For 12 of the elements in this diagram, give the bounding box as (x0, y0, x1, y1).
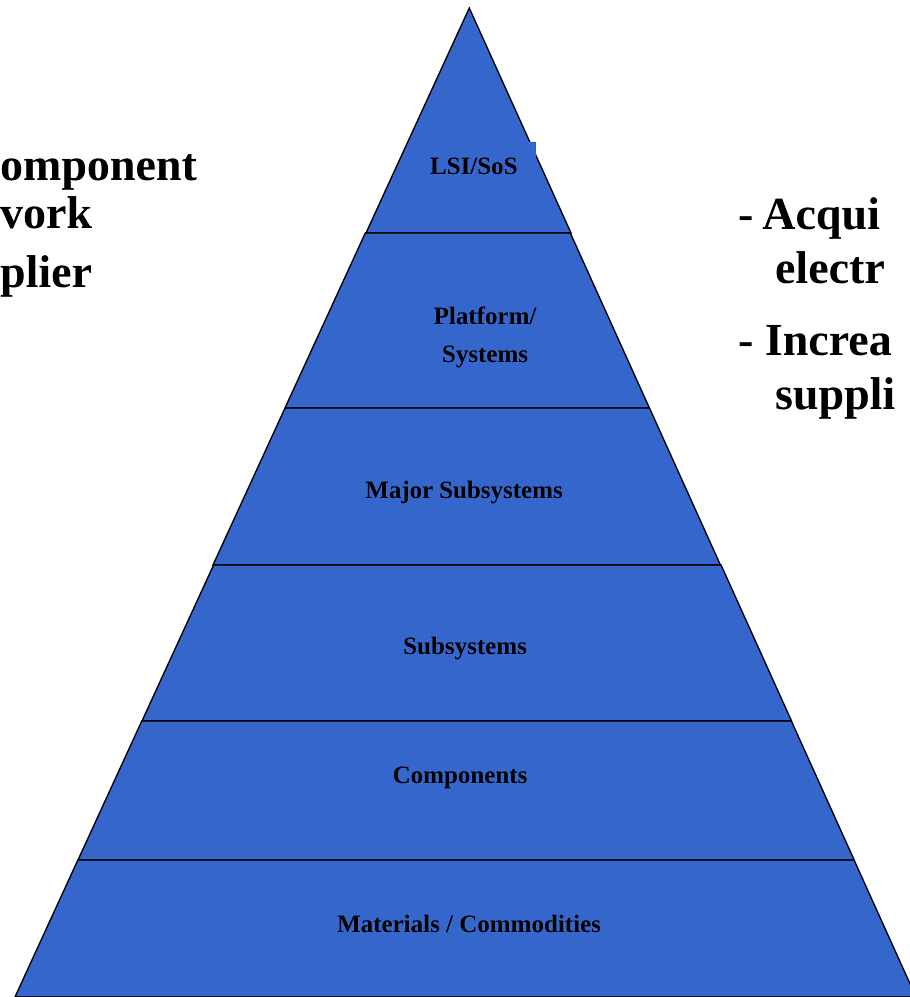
side-text: suppli (775, 371, 896, 417)
tier-label: Components (392, 761, 528, 791)
side-text: - Increa (738, 317, 892, 363)
tier-label: Materials / Commodities (336, 910, 602, 940)
tier-label: Subsystems (402, 632, 528, 662)
tier-label: Major Subsystems (364, 476, 564, 506)
side-text: electr (775, 245, 885, 291)
side-text: omponent (0, 142, 197, 188)
side-text: vork (0, 190, 92, 236)
side-text: - Acqui (738, 191, 880, 237)
side-text: plier (0, 249, 92, 295)
tier-label: Platform/ Systems (432, 302, 538, 370)
